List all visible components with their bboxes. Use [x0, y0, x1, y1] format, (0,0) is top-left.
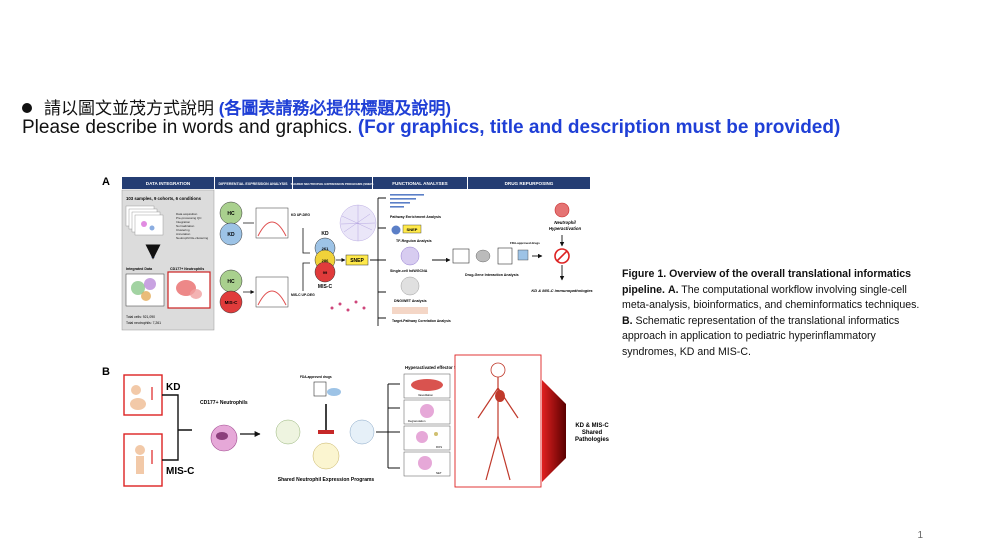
panel-b-functions: Hyperactivated effector functions Vasodi… — [403, 365, 474, 477]
kd-deg-label: KD UP-DEG — [291, 213, 310, 217]
fa-dna: DNG/WET Analysis — [394, 299, 427, 303]
di-step-2: Pre-processing QC — [176, 216, 202, 220]
panel-b-patients: KD MIS-C — [123, 374, 194, 487]
di-cd177: CD177+ Neutrophils — [170, 267, 204, 271]
header-snep: SHARED NEUTROPHIL EXPRESSION PROGRAMS (S… — [291, 182, 374, 186]
data-integration-panel: 103 samples, 9 cohorts, 6 conditions Dat… — [121, 189, 215, 331]
de-misc: MIS-C — [225, 300, 238, 305]
b-hyper: Hyperactivated effector functions — [405, 365, 474, 370]
di-total-cells: Total cells: 921,090 — [126, 315, 155, 319]
caption-a-text: The computational workflow involving sin… — [622, 283, 920, 312]
b-shared-line: Pathologies — [575, 437, 610, 443]
header-differential: DIFFERENTIAL EXPRESSION ANALYSIS — [219, 182, 289, 186]
b-fda: FDA-approved drugs — [300, 375, 332, 379]
functional-analyses: Pathway Enrichment Analysis SNEP TF-Regu… — [370, 194, 451, 326]
panel-a-label: A — [102, 176, 110, 188]
di-step-6: Annotation — [176, 232, 191, 236]
di-step-1: Data acquisition — [176, 212, 198, 216]
de-kd: KD — [227, 232, 235, 238]
b-snep-label: Shared Neutrophil Expression Programs — [278, 477, 375, 483]
b-kd-label: KD — [166, 382, 180, 393]
instruction-zh-emphasis: (各圖表請務必提供標題及說明) — [218, 99, 452, 118]
snep-badge: SNEP — [350, 258, 364, 264]
fa-pathway: Pathway Enrichment Analysis — [390, 215, 441, 219]
instruction-en: Please describe in words and graphics. (… — [22, 117, 840, 139]
b-misc-label: MIS-C — [166, 466, 194, 477]
b-shared-line: KD & MIS-C — [575, 423, 609, 429]
caption-title: Figure 1. Overview of the overall transl… — [622, 268, 912, 296]
header-functional: FUNCTIONAL ANALYSES — [392, 181, 447, 186]
panel-b-label: B — [102, 366, 110, 378]
drug-repurposing: FDA-approved drugs Drug-Gene Interaction… — [432, 202, 593, 293]
dr-fda: FDA-approved drugs — [510, 241, 540, 245]
prohibited-icon — [554, 248, 570, 264]
b-func-vasodilation: Vasodilation — [418, 393, 433, 397]
venn-kd-label: KD — [321, 231, 329, 237]
caption-a-label: A. — [667, 283, 679, 296]
pipeline-figure: A DATA INTEGRATION DIFFERENTIAL EXPRESSI… — [102, 176, 610, 488]
venn-misc-label: MIS-C — [318, 284, 333, 290]
b-func-net: NET — [436, 471, 442, 475]
fa-target: Target-Pathway Correlation Analysis — [392, 319, 451, 323]
slide-number: 1 — [917, 530, 923, 541]
de-hc-top: HC — [227, 211, 235, 217]
b-shared-line: Shared — [582, 430, 603, 436]
panel-b-neutrophil: CD177+ Neutrophils — [200, 400, 261, 452]
snep-venn: KD 261 286 99 MIS-C SNEP — [314, 231, 369, 290]
caption-b-text: Schematic representation of the translat… — [622, 314, 900, 358]
header-drug-repurposing: DRUG REPURPOSING — [505, 181, 554, 186]
header-data-integration: DATA INTEGRATION — [146, 181, 191, 186]
volcano-plots: KD UP-DEG MIS-C UP-DEG — [243, 207, 315, 308]
di-step-5: Clustering — [176, 228, 190, 232]
b-cd177: CD177+ Neutrophils — [200, 400, 248, 406]
header-bar: DATA INTEGRATION DIFFERENTIAL EXPRESSION… — [122, 177, 590, 189]
panel-b-snep: FDA-approved drugs Shared Neutrophil Exp… — [275, 375, 400, 483]
di-title: 103 samples, 9 cohorts, 6 conditions — [126, 196, 202, 201]
di-integrated: Integrated Data — [126, 267, 153, 271]
bullet-icon — [22, 102, 32, 113]
network-graphic — [330, 204, 377, 312]
dr-outcome: KD & MIS-C immunopathologies — [531, 288, 593, 293]
de-hc-bottom: HC — [227, 279, 235, 285]
instruction-zh: 請以圖文並茂方式說明 (各圖表請務必提供標題及說明) — [22, 94, 451, 119]
di-total-neutrophils: Total neutrophils: 7,261 — [126, 321, 161, 325]
caption-b-label: B. — [622, 314, 633, 327]
b-func-ros: ROS — [436, 445, 442, 449]
b-func-degranulation: Degranulation — [408, 419, 426, 423]
misc-deg-label: MIS-C UP-DEG — [291, 293, 315, 297]
panel-b-body — [454, 354, 566, 488]
di-step-7: Neutrophil Re-clustering — [176, 236, 209, 240]
venn-misc-count: 99 — [323, 270, 328, 275]
differential-expression: HC KD HC MIS-C — [219, 201, 243, 314]
dr-dgi: Drug-Gene Interaction Analysis — [465, 273, 519, 277]
instruction-zh-text: 請以圖文並茂方式說明 — [44, 99, 214, 118]
fa-tf: TF-Regulon Analysis — [396, 239, 432, 243]
venn-kd-count: 261 — [322, 246, 329, 251]
fa-single-cell: Single-cell hdWGCNA — [390, 269, 428, 273]
di-step-3: Integration — [176, 220, 191, 224]
venn-shared-count: 286 — [322, 258, 329, 263]
dr-neutrophil: Neutrophil — [554, 220, 576, 225]
instruction-en-emphasis: (For graphics, title and description mus… — [357, 117, 841, 138]
di-step-4: Normalization — [176, 224, 195, 228]
instruction-en-text: Please describe in words and graphics. — [22, 117, 353, 138]
dr-hyperactivation: Hyperactivation — [549, 226, 582, 231]
figure-caption: Figure 1. Overview of the overall transl… — [622, 267, 922, 361]
fa-tf-badge: SNEP — [407, 227, 418, 232]
